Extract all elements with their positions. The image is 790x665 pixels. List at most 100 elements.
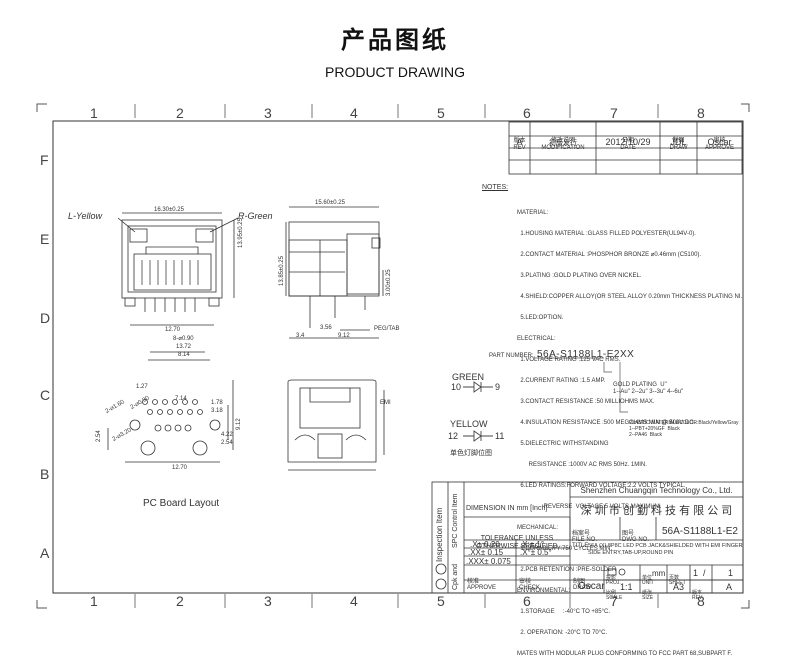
inspection-item-label: Inspection Item — [435, 507, 444, 562]
note-line: REVERSE VOLTAGE:5 VOLTS MAXIMUM. — [517, 504, 662, 510]
note-line: ELECTRICAL: — [517, 336, 556, 342]
note-line: 3.PLATING :GOLD PLATING OVER NICKEL. — [517, 273, 642, 279]
side-dim-tab: 3.00±0.25 — [386, 269, 392, 296]
zone-side-b: B — [40, 466, 50, 482]
rev-cell-modification: 初版发行 — [549, 140, 577, 147]
side-dim-a: 3.56 — [320, 325, 332, 331]
note-line: 1.HOUSING MATERIAL :GLASS FILLED POLYEST… — [517, 231, 696, 237]
green-pin-a: 10 — [451, 382, 462, 392]
zone-top-4: 4 — [350, 105, 358, 121]
note-line: MATES WITH MODULAR PLUG CONFORMING TO FC… — [517, 651, 733, 657]
tol-linear-2: .XX± 0.15 — [468, 548, 504, 557]
sheets-total: 1 — [728, 568, 734, 578]
emi-label: EMI — [380, 400, 391, 406]
note-line: 2.CONTACT MATERIAL :PHOSPHOR BRONZE ⌀0.4… — [517, 252, 702, 258]
notes-label: NOTES: — [482, 184, 509, 191]
front-dim-width: 16.30±0.25 — [154, 207, 184, 213]
yellow-led-label: YELLOW — [450, 419, 488, 429]
zone-side-f: F — [40, 152, 49, 168]
rev-cell-approve: Oscar — [707, 137, 732, 147]
side-dim-b: 9.12 — [338, 333, 350, 339]
part-number-label: PART NUMBER: — [489, 353, 534, 359]
drawing-frame — [36, 103, 750, 609]
title-label: TITLE — [572, 543, 589, 549]
title-text-2: SIDE ENTRY,TAB-UP,ROUND PIN — [588, 550, 674, 556]
note-line: 4.SHIELD:COPPER ALLOY(OR STEEL ALLOY 0.2… — [517, 294, 743, 300]
scale-value: 1:1 — [620, 582, 633, 592]
note-line: 5.LED:OPTION. — [517, 315, 564, 321]
page-title-en: PRODUCT DRAWING — [325, 64, 465, 80]
yellow-pin-b: 11 — [495, 431, 505, 441]
company-name-en: Shenzhen Chuangqin Technology Co., Ltd. — [580, 486, 733, 495]
sheet-separator: / — [703, 568, 706, 578]
rev-cell-rev: A — [516, 137, 523, 147]
zone-top-3: 3 — [264, 105, 272, 121]
zone-top-5: 5 — [437, 105, 445, 121]
zone-side-d: D — [40, 310, 51, 326]
note-line: 4.INSULATION RESISTANCE :500 MEGOHMS MIN… — [517, 420, 696, 426]
note-line: ENVIRONMENTAL: — [517, 588, 570, 594]
note-line: MECHANICAL: — [517, 525, 559, 531]
pcb-dim-11: 9.12 — [236, 418, 242, 430]
pcb-dim-9: 3.18 — [211, 408, 223, 414]
rev-value: A — [726, 582, 733, 592]
pcb-dim-6: 2.54 — [96, 430, 102, 442]
notes-block: MATERIAL: 1.HOUSING MATERIAL :GLASS FILL… — [517, 196, 742, 665]
spc-control-label: SPC Control Item — [452, 493, 459, 548]
note-line: 2.CURRENT RATING :1.5 AMP. — [517, 378, 606, 384]
pcb-caption: PC Board Layout — [143, 498, 220, 509]
note-line: 3.CONTACT RESISTANCE :50 MILLIOHMS MAX. — [517, 399, 655, 405]
rev-cell-draw: JDL — [670, 137, 687, 147]
pcb-dim-14: 2.54 — [221, 440, 233, 446]
company-name-cn: 深 圳 市 创 勤 科 技 有 限 公 司 — [580, 505, 733, 517]
front-dim-height: 13.95±0.25 — [238, 218, 244, 248]
tol-angular-1: .X:± 1° — [520, 540, 545, 549]
pcb-dim-12: 12.70 — [172, 465, 188, 471]
peg-tab-label: PEG/TAB — [374, 326, 400, 332]
tol-linear-3: .XXX± 0.075 — [466, 557, 511, 566]
note-line: 2.PCB RETENTION :PRE-SOLDER — [517, 567, 617, 573]
zone-top-6: 6 — [523, 105, 531, 121]
tol-linear-1: .X± 0.20 — [470, 540, 500, 549]
note-line: 1.DURABILITY:750 CYCLES MIN. — [517, 546, 613, 552]
note-line: 1.VOLTAGE RATING :125 VAC RMS. — [517, 357, 621, 363]
side-dim-height: 13.85±0.25 — [279, 256, 285, 286]
zone-bottom-6: 6 — [523, 593, 531, 609]
pcb-dim-1: 13.72 — [176, 344, 192, 350]
sheet-value: 1 — [693, 568, 699, 578]
title-text: 56A (X) 8P8C LED PCB JACK&SHIELDED WITH … — [588, 543, 743, 549]
note-line: 2. OPERATION: -20°C TO 70°C. — [517, 630, 608, 636]
pcb-dim-13: 4.22 — [221, 432, 233, 438]
right-led-label: R-Green — [238, 211, 273, 221]
zone-bottom-4: 4 — [350, 593, 358, 609]
led-caption: 单色灯脚位图 — [450, 450, 492, 457]
cpk-label: Cpk and — [452, 563, 459, 590]
gold-plating-note: GOLD PLATING U"1--Au" 2--2u" 3--3u" 4--6… — [613, 382, 684, 395]
tol-angular-2: .X°± 0.5° — [520, 548, 552, 557]
rev-cell-date: 2012/10/29 — [605, 137, 651, 147]
part-number-value: 56A-S1188L1-E2XX — [537, 349, 635, 360]
pcb-dim-10: 1.78 — [211, 400, 223, 406]
note-line: 5.DIELECTRIC WITHSTANDING — [517, 441, 609, 447]
zone-side-a: A — [40, 545, 50, 561]
plastic-material-note: PLASTIC MATERIAL&COLOR:Black/Yellow/Gray… — [629, 420, 739, 438]
note-line: RESISTANCE :1000V AC RMS 50Hz. 1MIN. — [517, 462, 647, 468]
zone-top-1: 1 — [90, 105, 98, 121]
zone-bottom-7: 7 — [610, 593, 618, 609]
pcb-dim-8: 7.14 — [175, 396, 187, 402]
zone-top-7: 7 — [610, 105, 618, 121]
dwg-no-value: 56A-S1188L1-E2 — [662, 526, 738, 537]
green-pin-b: 9 — [495, 382, 501, 392]
zone-bottom-1: 1 — [90, 593, 98, 609]
note-line: MATERIAL: — [517, 210, 549, 216]
